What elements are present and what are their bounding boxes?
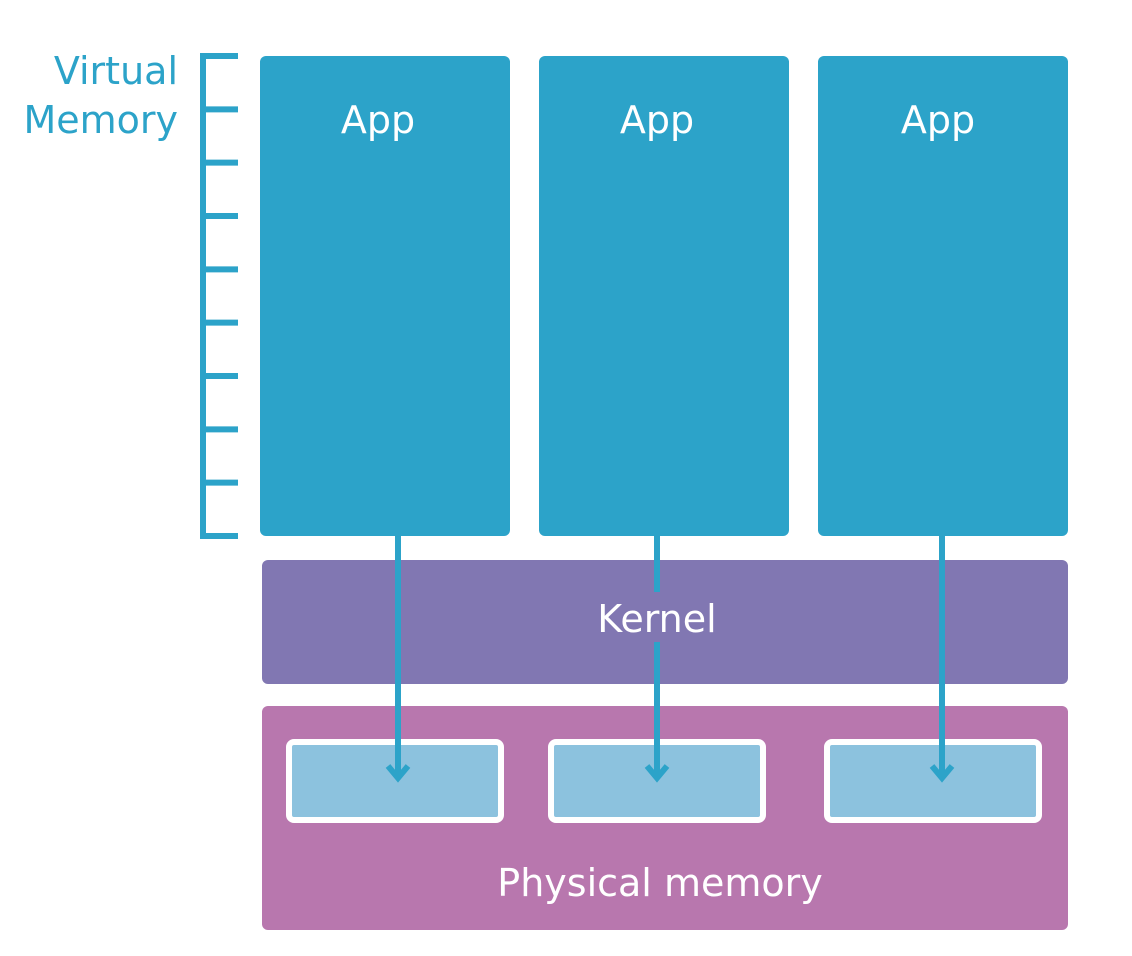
kernel-block: [262, 560, 1068, 684]
mapping-arrow-3: [929, 532, 955, 783]
kernel-label: Kernel: [597, 597, 716, 641]
mapping-arrow-1: [385, 532, 411, 783]
app-block-1: [260, 56, 510, 536]
app-label-2: App: [620, 98, 694, 142]
app-label-1: App: [341, 98, 415, 142]
app-block-2: [539, 56, 789, 536]
virtual-memory-label-line2: Memory: [23, 98, 178, 142]
app-label-3: App: [901, 98, 975, 142]
mapping-arrow-2: [644, 532, 670, 783]
physical-page-3: [824, 739, 1042, 823]
virtual-memory-ruler: [200, 53, 238, 539]
virtual-memory-label-line1: Virtual: [54, 49, 178, 93]
app-block-3: [818, 56, 1068, 536]
physical-memory-label: Physical memory: [497, 861, 822, 905]
